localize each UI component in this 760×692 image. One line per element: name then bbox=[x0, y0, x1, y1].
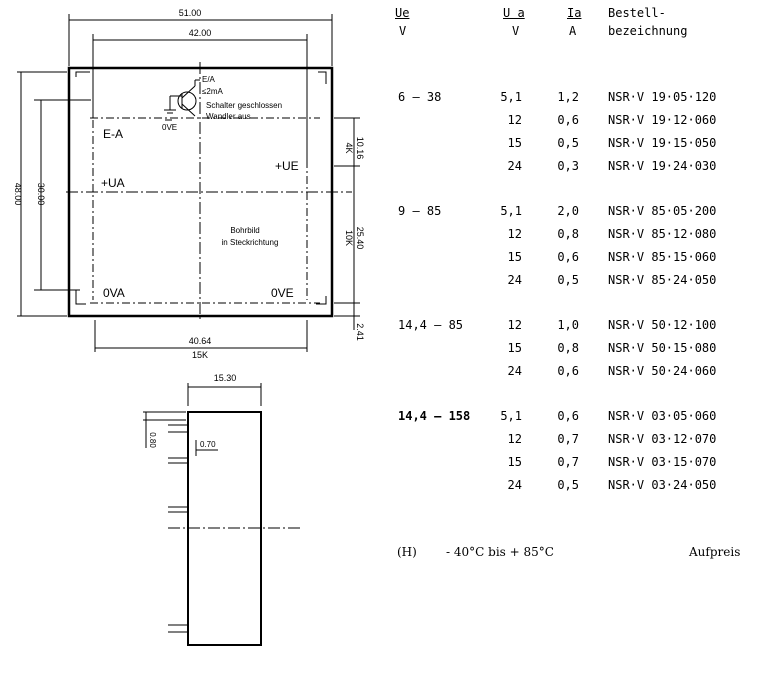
header-ue-unit: V bbox=[399, 24, 407, 38]
row-code: NSR·V 50·24·060 bbox=[608, 364, 717, 378]
pin-label-ova: 0VA bbox=[103, 286, 125, 300]
header-ue: Ue bbox=[395, 6, 410, 20]
row-ua: 24 bbox=[507, 478, 522, 492]
note-line1: Bohrbild bbox=[230, 226, 259, 235]
row-code: NSR·V 03·24·050 bbox=[608, 478, 717, 492]
row-ue-range: 14,4 – 158 bbox=[398, 409, 471, 423]
row-ua: 5,1 bbox=[500, 204, 522, 218]
row-ue-range: 9 – 85 bbox=[398, 204, 442, 218]
row-ia: 0,5 bbox=[557, 273, 579, 287]
row-code: NSR·V 85·05·200 bbox=[608, 204, 717, 218]
dim-width-inner: 42.00 bbox=[189, 28, 212, 38]
row-ia: 0,5 bbox=[557, 478, 579, 492]
row-code: NSR·V 85·15·060 bbox=[608, 250, 717, 264]
switch-label-ea: E/A bbox=[202, 75, 216, 84]
row-code: NSR·V 19·24·030 bbox=[608, 159, 717, 173]
pin-label-ua: +UA bbox=[101, 176, 125, 190]
row-code: NSR·V 50·12·100 bbox=[608, 318, 717, 332]
row-code: NSR·V 19·05·120 bbox=[608, 90, 717, 104]
row-ia: 0,6 bbox=[557, 409, 579, 423]
switch-label-current: ≤2mA bbox=[202, 87, 224, 96]
row-ia: 0,8 bbox=[557, 341, 579, 355]
footer-price: Aufpreis bbox=[689, 545, 741, 559]
row-ia: 0,6 bbox=[557, 250, 579, 264]
pin-label-ue: +UE bbox=[275, 159, 299, 173]
row-ia: 0,6 bbox=[557, 113, 579, 127]
header-ua: U a bbox=[503, 6, 525, 20]
dim-right-lower: 2.41 bbox=[355, 323, 365, 341]
side-dim-pin-thick: 0.70 bbox=[200, 440, 216, 449]
dim-right-upper: 10.16 bbox=[355, 137, 365, 160]
row-ua: 5,1 bbox=[500, 409, 522, 423]
row-ia: 0,8 bbox=[557, 227, 579, 241]
row-ia: 2,0 bbox=[557, 204, 579, 218]
dim-right-upper-tol: 4K bbox=[344, 142, 354, 153]
row-ia: 0,6 bbox=[557, 364, 579, 378]
footer-h: (H) bbox=[397, 545, 417, 559]
pin-label-ove: 0VE bbox=[271, 286, 294, 300]
row-ua: 15 bbox=[507, 455, 522, 469]
row-ue-range: 14,4 – 85 bbox=[398, 318, 464, 332]
header-order-line1: Bestell- bbox=[608, 6, 666, 20]
note-line2: in Steckrichtung bbox=[222, 238, 279, 247]
switch-ground-label: 0VE bbox=[162, 123, 177, 132]
row-ua: 24 bbox=[507, 364, 522, 378]
header-ia: Ia bbox=[567, 6, 582, 20]
row-code: NSR·V 85·24·050 bbox=[608, 273, 717, 287]
side-dim-width: 15.30 bbox=[214, 373, 237, 383]
row-code: NSR·V 85·12·080 bbox=[608, 227, 717, 241]
dim-bottom-tol: 15K bbox=[192, 350, 208, 360]
row-ua: 5,1 bbox=[500, 90, 522, 104]
dim-width-outer: 51.00 bbox=[179, 8, 202, 18]
transistor-icon bbox=[177, 91, 197, 111]
header-ia-unit: A bbox=[569, 24, 577, 38]
row-ua: 12 bbox=[507, 432, 522, 446]
row-code: NSR·V 19·15·050 bbox=[608, 136, 717, 150]
row-ua: 24 bbox=[507, 273, 522, 287]
dim-height-inner: 30.00 bbox=[36, 183, 46, 206]
footer-temp-range: - 40°C bis + 85°C bbox=[446, 545, 554, 559]
row-ua: 12 bbox=[507, 318, 522, 332]
row-ua: 15 bbox=[507, 341, 522, 355]
row-code: NSR·V 03·15·070 bbox=[608, 455, 717, 469]
header-ua-unit: V bbox=[512, 24, 520, 38]
dim-height-outer: 48.00 bbox=[13, 183, 23, 206]
pin-label-ea: E-A bbox=[103, 127, 123, 141]
switch-desc-line2: Wandler aus bbox=[206, 112, 251, 121]
side-view-pins bbox=[168, 424, 188, 633]
row-ia: 0,3 bbox=[557, 159, 579, 173]
dim-right-middle: 25.40 bbox=[355, 227, 365, 250]
row-ua: 12 bbox=[507, 113, 522, 127]
row-ua: 15 bbox=[507, 136, 522, 150]
dim-bottom-width: 40.64 bbox=[189, 336, 212, 346]
dim-right-middle-tol: 10K bbox=[344, 230, 354, 246]
row-ue-range: 6 – 38 bbox=[398, 90, 442, 104]
header-order-line2: bezeichnung bbox=[608, 24, 688, 38]
corner-marks bbox=[75, 71, 327, 305]
row-code: NSR·V 19·12·060 bbox=[608, 113, 717, 127]
switch-desc-line1: Schalter geschlossen bbox=[206, 101, 282, 110]
row-ia: 1,2 bbox=[557, 90, 579, 104]
side-dim-pin-offset: 0.80 bbox=[148, 432, 157, 448]
row-ia: 0,5 bbox=[557, 136, 579, 150]
row-ua: 15 bbox=[507, 250, 522, 264]
row-code: NSR·V 50·15·080 bbox=[608, 341, 717, 355]
row-ia: 1,0 bbox=[557, 318, 579, 332]
row-ua: 24 bbox=[507, 159, 522, 173]
row-ia: 0,7 bbox=[557, 455, 579, 469]
row-ia: 0,7 bbox=[557, 432, 579, 446]
row-code: NSR·V 03·12·070 bbox=[608, 432, 717, 446]
row-code: NSR·V 03·05·060 bbox=[608, 409, 717, 423]
row-ua: 12 bbox=[507, 227, 522, 241]
